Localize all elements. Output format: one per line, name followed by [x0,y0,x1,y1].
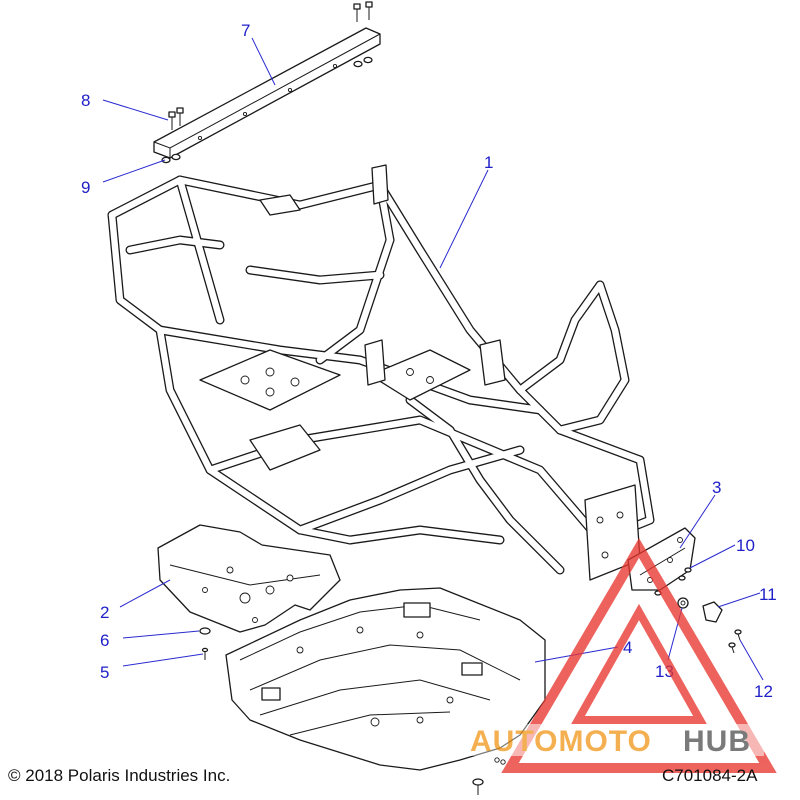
bumper-part [702,601,723,623]
watermark-text-automoto: AUTOMOTO [470,725,652,758]
callout-5: 5 [100,663,109,682]
nut-hardware [161,56,373,164]
cross-bar-part [153,27,381,159]
screw-hardware [728,629,742,654]
callout-9: 9 [81,178,90,197]
rear-skid-plate-part [157,524,341,633]
callout-11: 11 [759,585,777,604]
callout-4: 4 [623,638,632,657]
watermark-text-hub: HUB [683,725,751,758]
main-frame-part [107,164,655,581]
leader-lines [102,37,764,681]
bolt-hardware [168,1,373,130]
main-skid-plate-part [225,587,546,771]
washer-hardware [199,627,211,635]
callout-12: 12 [754,682,773,701]
callout-2: 2 [100,603,109,622]
callout-labels: 1 2 3 4 5 6 7 8 9 10 11 12 13 [81,21,777,701]
watermark-logo: AUTOMOTO HUB [468,538,777,773]
rivet-hardware [201,647,209,660]
bottom-nut-hardware [472,778,484,795]
callout-8: 8 [81,91,90,110]
diagram-code: C701084-2A [662,766,758,785]
callout-3: 3 [712,478,721,497]
copyright-text: © 2018 Polaris Industries Inc. [8,766,230,785]
callout-10: 10 [736,536,755,555]
callout-6: 6 [100,631,109,650]
callout-1: 1 [484,153,493,172]
callout-7: 7 [241,21,250,40]
grommet-part [677,597,689,609]
